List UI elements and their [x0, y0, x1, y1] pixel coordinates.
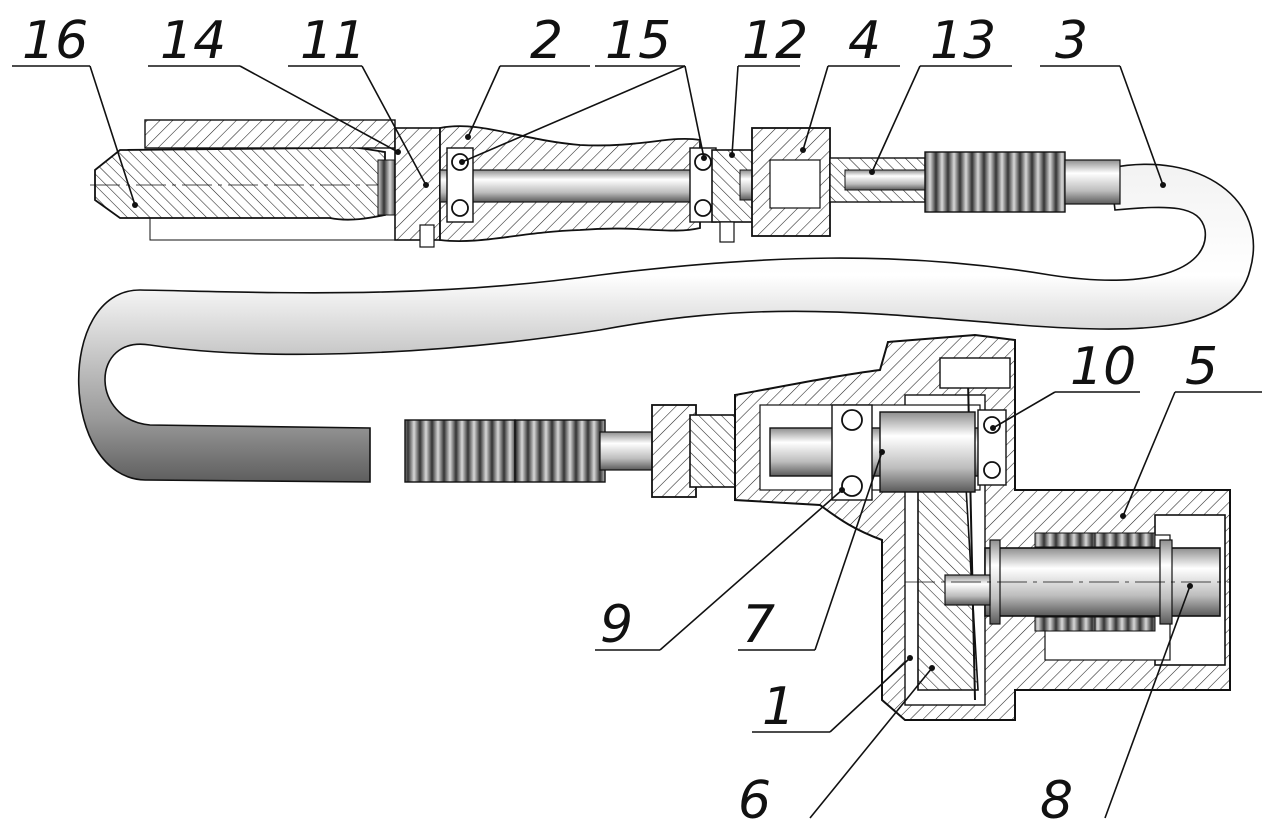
callout-15: 15	[459, 11, 707, 165]
callout-label-6: 6	[738, 771, 771, 825]
callout-label-10: 10	[1070, 337, 1136, 397]
callout-11: 11	[288, 11, 429, 188]
callout-label-5: 5	[1185, 337, 1218, 397]
callout-label-1: 1	[762, 677, 795, 737]
callout-label-3: 3	[1055, 11, 1088, 71]
callout-4: 4	[800, 11, 900, 153]
callout-8: 8	[1040, 583, 1193, 825]
callouts: 16 14 11 2 15	[12, 11, 1262, 825]
callout-label-9: 9	[600, 595, 633, 655]
callout-label-4: 4	[848, 11, 881, 71]
flexible-hose	[77, 163, 1255, 483]
callout-9: 9	[595, 487, 845, 655]
callout-label-11: 11	[300, 11, 366, 71]
callout-3: 3	[1040, 11, 1166, 188]
motor-housing	[734, 333, 1231, 721]
callout-label-13: 13	[930, 11, 996, 71]
collet-tip	[94, 146, 386, 221]
callout-label-7: 7	[742, 595, 775, 655]
callout-label-15: 15	[605, 11, 671, 71]
callout-label-14: 14	[160, 11, 226, 71]
callout-2: 2	[465, 11, 590, 140]
callout-13: 13	[869, 11, 1012, 175]
callout-16: 16	[12, 11, 138, 208]
handpiece-assembly	[90, 119, 1121, 248]
callout-label-16: 16	[22, 11, 88, 71]
drive-coupling	[404, 404, 761, 501]
callout-14: 14	[148, 11, 401, 155]
callout-label-8: 8	[1040, 771, 1073, 825]
callout-7: 7	[738, 449, 885, 655]
callout-5: 5	[1120, 337, 1262, 519]
callout-10: 10	[990, 337, 1140, 431]
callout-label-2: 2	[530, 11, 563, 71]
callout-6: 6	[738, 665, 935, 825]
callout-label-12: 12	[742, 11, 808, 71]
callout-1: 1	[752, 655, 913, 737]
callout-12: 12	[729, 11, 808, 158]
